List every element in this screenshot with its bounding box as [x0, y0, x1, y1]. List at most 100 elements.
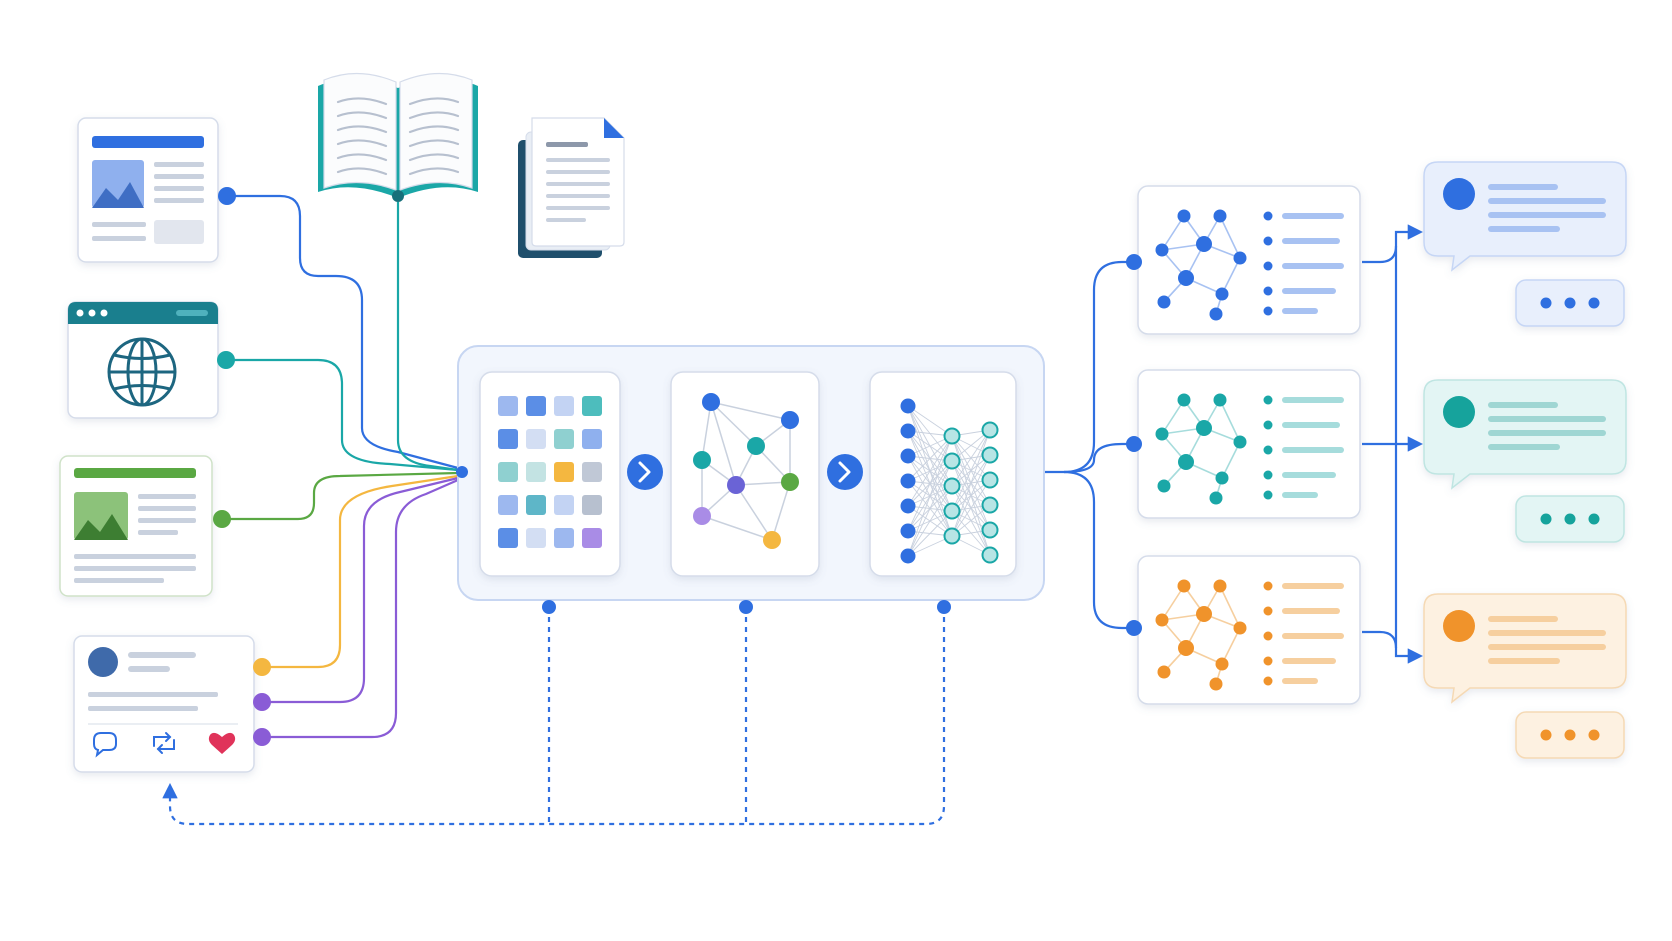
input-junction: [456, 466, 468, 478]
list-line: [1282, 472, 1336, 478]
panel-port: [542, 600, 556, 614]
grid-cell: [526, 528, 546, 548]
graph-node: [727, 476, 745, 494]
graph-node: [747, 437, 765, 455]
graph-node: [1233, 251, 1247, 265]
message-line: [1488, 644, 1606, 650]
typing-indicator-icon: [1515, 495, 1625, 543]
chat-bubble-icon: [1423, 379, 1627, 490]
list-bullet: [1263, 236, 1273, 246]
message-line: [1488, 630, 1606, 636]
heart-icon: [208, 732, 236, 754]
avatar: [1443, 178, 1475, 210]
grid-cell: [498, 396, 518, 416]
list-line: [1282, 447, 1344, 453]
nn-node: [981, 546, 999, 564]
nn-node: [900, 523, 916, 539]
graph-node: [1213, 393, 1227, 407]
graph-edge: [1221, 257, 1241, 295]
grid-cell: [554, 429, 574, 449]
graph-node: [1157, 665, 1171, 679]
grid-cell: [582, 396, 602, 416]
grid-cell: [498, 495, 518, 515]
output-port: [1126, 436, 1142, 452]
list-line: [1282, 422, 1340, 428]
panel-port: [739, 600, 753, 614]
message-line: [1488, 226, 1560, 232]
nn-node: [981, 446, 999, 464]
nn-edge: [951, 479, 991, 537]
graph-edge: [1219, 215, 1241, 259]
nn-node: [943, 477, 961, 495]
grid-cell: [554, 528, 574, 548]
connector-post-purple-2: [262, 478, 459, 739]
stage-data-grid: [479, 371, 621, 577]
graph-node: [1215, 471, 1229, 485]
list-line: [1282, 658, 1336, 664]
graph-edge: [1219, 399, 1241, 443]
nn-node: [981, 421, 999, 439]
graph-node: [1213, 579, 1227, 593]
graph-edge: [735, 481, 791, 486]
typing-indicator-icon: [1515, 279, 1625, 327]
graph-edge: [710, 401, 737, 486]
grid-cell: [554, 495, 574, 515]
typing-dot: [1564, 729, 1576, 741]
list-line: [1282, 308, 1318, 314]
typing-dot: [1540, 297, 1552, 309]
message-line: [1488, 198, 1606, 204]
graph-node: [1155, 613, 1169, 627]
graph-edge: [701, 515, 773, 541]
grid-cell: [582, 528, 602, 548]
knowledge-graph-card: [1126, 185, 1361, 335]
graph-node: [763, 531, 781, 549]
nn-node: [943, 527, 961, 545]
grid-cell: [582, 495, 602, 515]
graph-node: [1177, 209, 1191, 223]
connector-kg3-chat3: [1362, 630, 1424, 664]
nn-node: [900, 398, 916, 414]
graph-node: [781, 411, 799, 429]
list-bullet: [1263, 420, 1273, 430]
documents-icon: [518, 117, 625, 258]
nn-node: [900, 448, 916, 464]
graph-node: [1196, 420, 1212, 436]
list-bullet: [1263, 445, 1273, 455]
graph-node: [1209, 307, 1223, 321]
graph-node: [1178, 270, 1194, 286]
grid-cell: [498, 462, 518, 482]
message-line: [1488, 184, 1558, 190]
list-line: [1282, 492, 1318, 498]
knowledge-graph-outputs: [1126, 185, 1361, 705]
grid-cell: [498, 429, 518, 449]
grid-cell: [526, 462, 546, 482]
globe-icon: [107, 337, 177, 407]
source-web: [67, 301, 235, 419]
graph-node: [693, 451, 711, 469]
list-bullet: [1263, 470, 1273, 480]
graph-node: [1155, 243, 1169, 257]
connector-panel-out-3: [1063, 442, 1130, 474]
message-line: [1488, 616, 1558, 622]
nn-node: [981, 496, 999, 514]
graph-node: [781, 473, 799, 491]
list-bullet: [1263, 581, 1273, 591]
nn-node: [900, 498, 916, 514]
message-line: [1488, 430, 1606, 436]
knowledge-graph-icon: [1155, 209, 1247, 321]
open-book-icon: [318, 72, 478, 202]
graph-edge: [771, 481, 791, 541]
retweet-icon: [153, 732, 175, 754]
graph-node: [1215, 287, 1229, 301]
graph-network-icon: [693, 393, 799, 549]
nn-edge: [907, 435, 953, 557]
output-port: [1126, 620, 1142, 636]
typing-dot: [1540, 729, 1552, 741]
graph-edge: [735, 484, 773, 541]
chat-bubble-icon: [1423, 161, 1627, 272]
knowledge-graph-card: [1126, 369, 1361, 519]
connector-kg1-chat1: [1362, 224, 1424, 264]
nn-edge: [951, 429, 991, 537]
message-line: [1488, 444, 1560, 450]
connector-post-yellow: [262, 474, 459, 669]
